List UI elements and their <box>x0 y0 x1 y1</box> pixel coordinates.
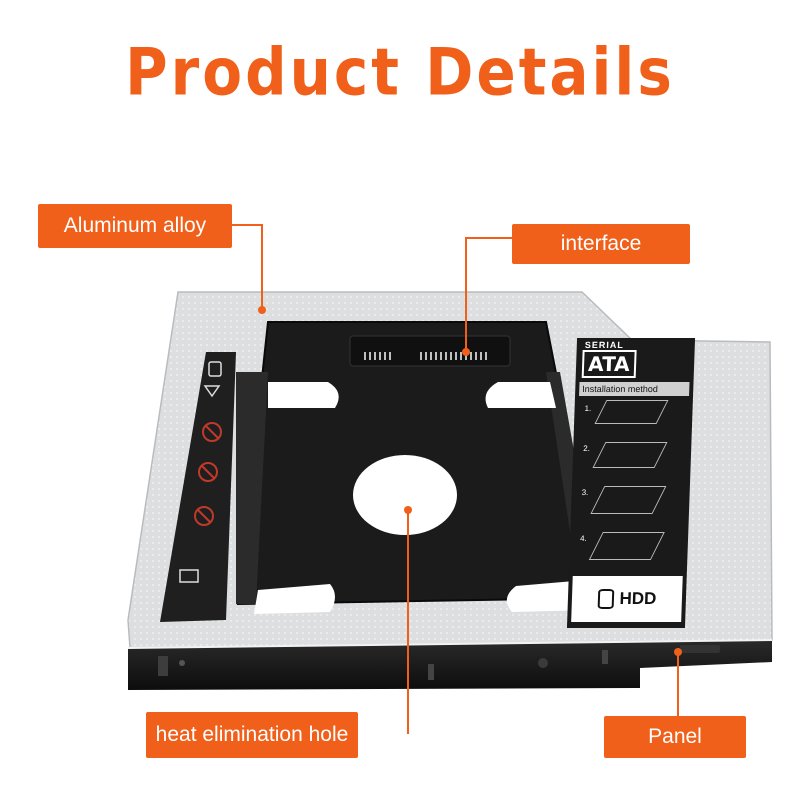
page-title: Product Details <box>125 33 675 111</box>
step-diagram <box>588 532 665 560</box>
hdd-label: HDD <box>619 589 657 608</box>
step-label: 3. <box>581 488 589 497</box>
step-diagram <box>590 486 667 514</box>
sata-logo: ATA <box>581 350 637 378</box>
heat-elimination-hole <box>353 455 457 535</box>
tray-cutout <box>268 382 339 408</box>
tray-cutout <box>254 584 335 614</box>
step-label: 1. <box>584 404 592 413</box>
front-panel <box>128 640 772 690</box>
step-diagram <box>592 442 668 468</box>
hdd-box: HDD <box>571 576 683 622</box>
drive-icon <box>597 589 614 609</box>
installation-sticker: SERIAL ATA Installation method 1. 2. 3. … <box>566 338 696 628</box>
callout-panel: Panel <box>604 716 746 758</box>
callout-heat-elimination-hole: heat elimination hole <box>146 712 358 758</box>
step-label: 2. <box>583 444 591 453</box>
step-diagram <box>594 400 669 424</box>
step-label: 4. <box>579 534 587 543</box>
sata-logo-top: SERIAL <box>584 340 625 350</box>
callout-interface: interface <box>512 224 690 264</box>
installation-method-label: Installation method <box>579 382 690 396</box>
sata-connector <box>349 335 511 367</box>
left-warning-sticker <box>160 352 236 622</box>
tray-cutout <box>485 382 556 408</box>
callout-aluminum-alloy: Aluminum alloy <box>38 204 232 248</box>
